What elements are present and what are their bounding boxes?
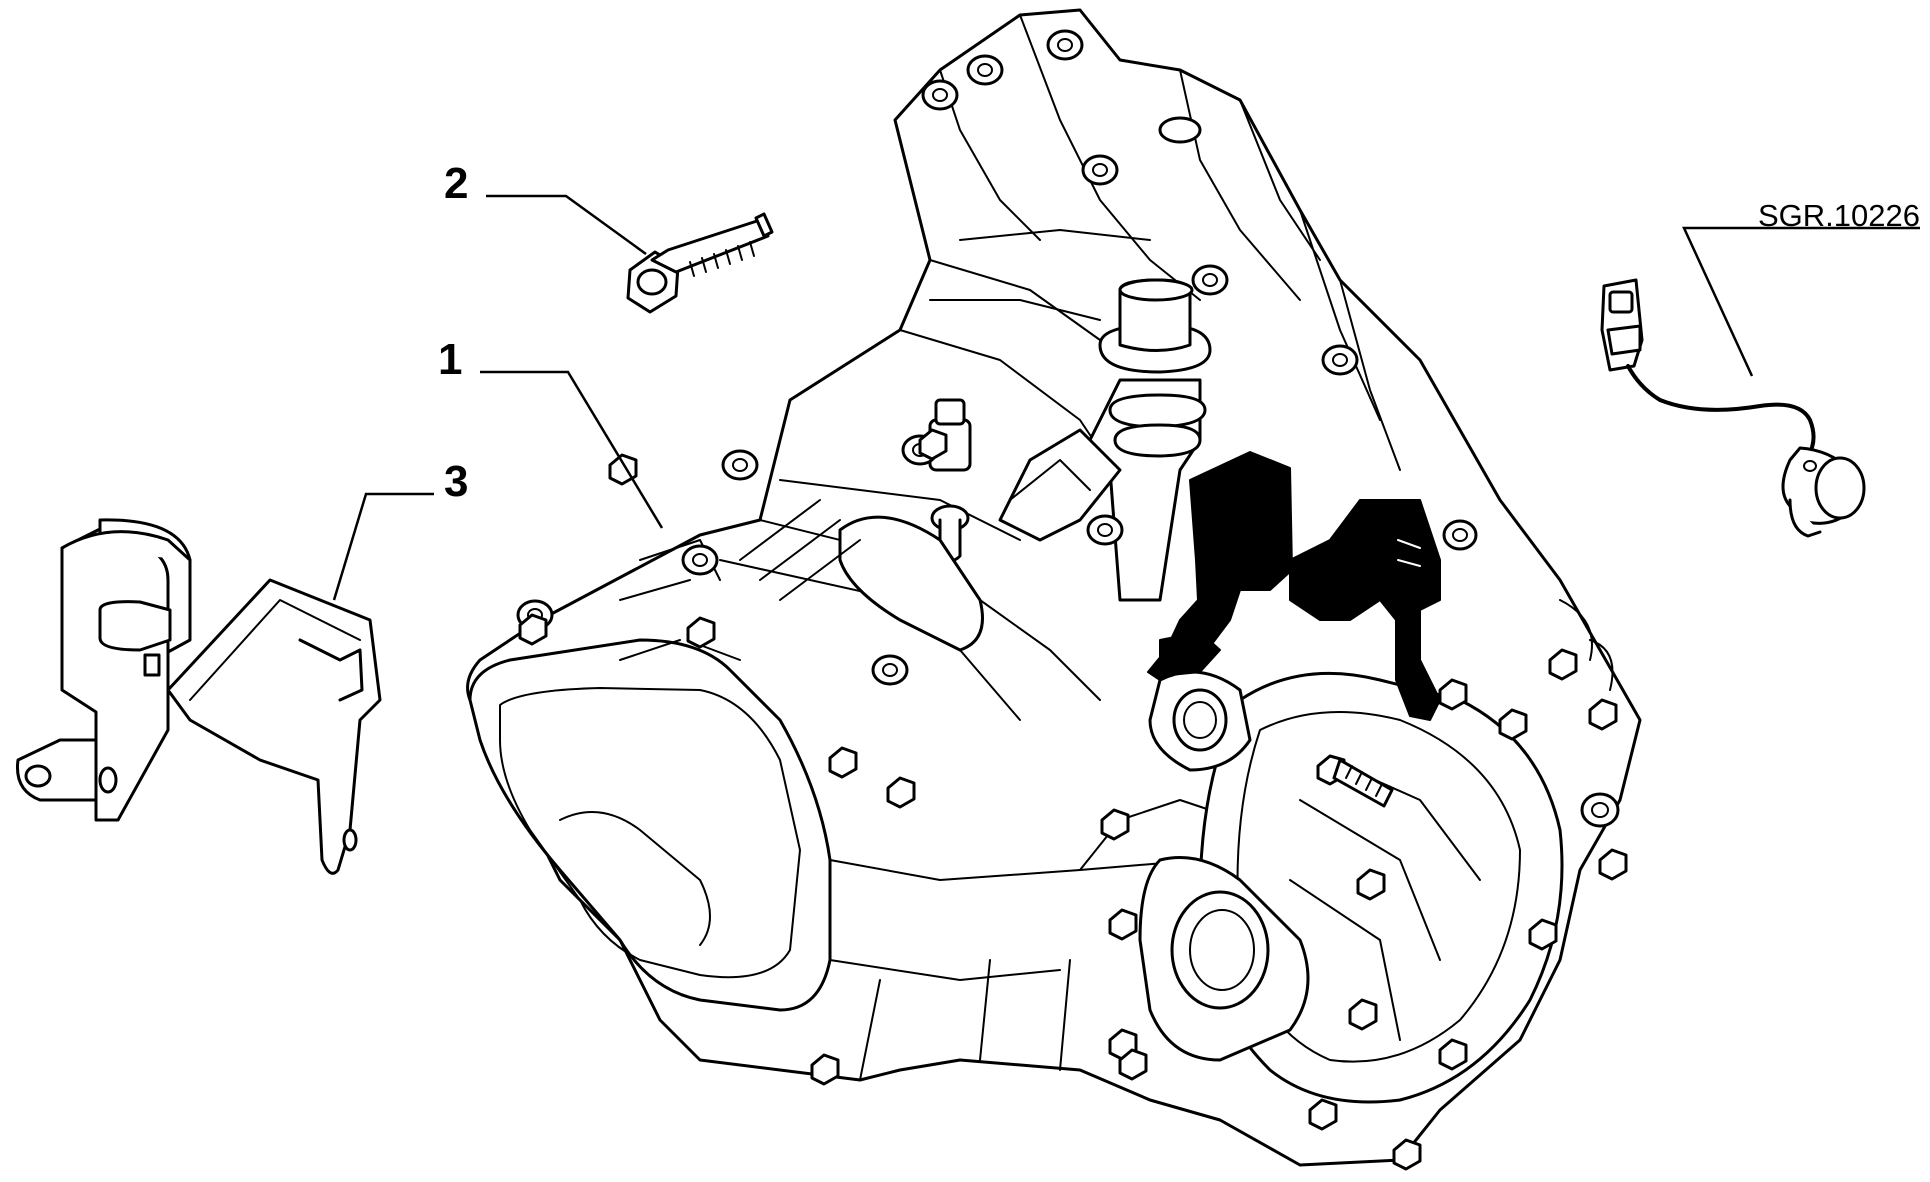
reference-callout: SGR.10226 bbox=[1682, 198, 1920, 377]
callout-3: 3 bbox=[332, 457, 468, 601]
reference-leader bbox=[1682, 226, 1920, 377]
gearbox-part bbox=[466, 8, 1642, 1171]
hex-bolts bbox=[518, 428, 1628, 1171]
bolt-part bbox=[626, 212, 774, 314]
callout-2-leader bbox=[486, 194, 647, 256]
callout-1-number: 1 bbox=[438, 335, 462, 384]
highlighted-selector-part bbox=[1147, 451, 1441, 721]
callout-2-number: 2 bbox=[444, 159, 468, 208]
callout-1-leader bbox=[480, 370, 664, 529]
threaded-stud bbox=[1316, 754, 1394, 808]
callout-2: 2 bbox=[444, 159, 647, 256]
sensor-part bbox=[1600, 278, 1866, 538]
callout-1: 1 bbox=[438, 335, 664, 529]
bracket-part bbox=[15, 518, 382, 875]
callout-3-number: 3 bbox=[444, 457, 468, 506]
callout-3-leader bbox=[332, 492, 434, 601]
